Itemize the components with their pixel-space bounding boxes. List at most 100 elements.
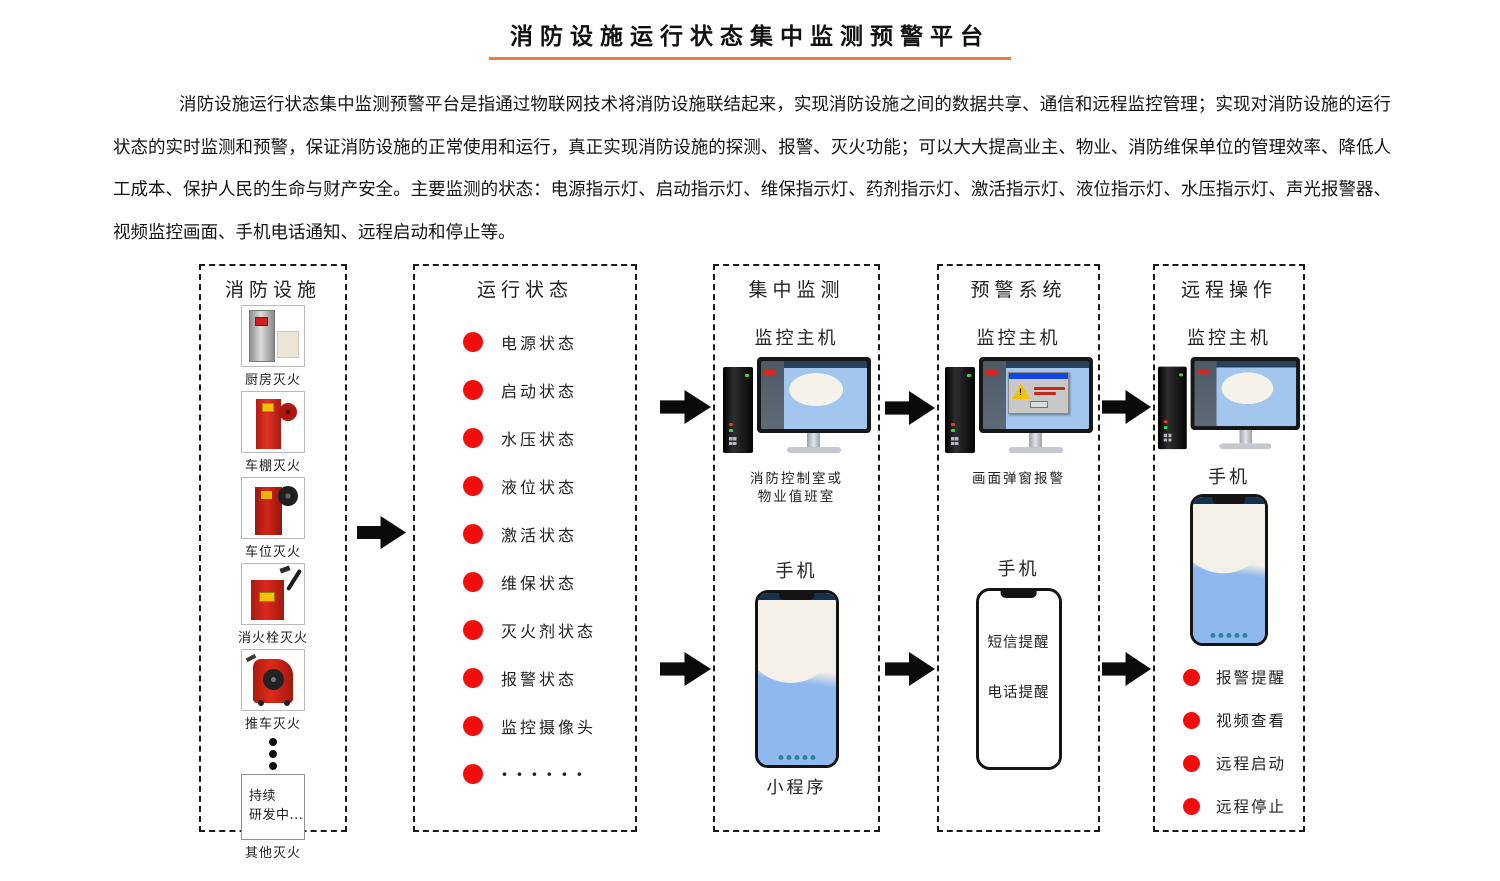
- alarm-button-icon: [763, 370, 776, 375]
- status-row: 激活状态: [463, 524, 635, 545]
- monitor-base: [1008, 447, 1063, 453]
- alert-item: 电话提醒: [987, 684, 1050, 701]
- red-dot-icon: [463, 332, 483, 352]
- ellipsis-dots: [201, 738, 345, 770]
- host-caption: 消防控制室或 物业值班室: [750, 471, 843, 505]
- warning-icon: !: [1011, 382, 1030, 399]
- status-row: 液位状态: [463, 476, 635, 497]
- led-icon: [744, 374, 749, 377]
- flow-arrow-icon: [660, 389, 711, 425]
- map-screen: [1194, 360, 1297, 427]
- alarm-button-icon: [1197, 369, 1209, 375]
- title-underline: [489, 57, 1011, 60]
- status-row: 维保状态: [463, 572, 635, 593]
- red-dot-icon: [1183, 754, 1200, 772]
- facilities-box-title: 消防设施: [224, 279, 321, 301]
- monitor-stand: [1029, 433, 1042, 447]
- status-box-title: 运行状态: [476, 279, 573, 301]
- intro-paragraph: 消防设施运行状态集中监测预警平台是指通过物联网技术将消防设施联结起来，实现消防设…: [113, 94, 1391, 242]
- remote-row: 视频查看: [1183, 711, 1303, 730]
- facility-caption: 车棚灭火: [244, 459, 301, 474]
- phone-label: 手机: [997, 558, 1040, 580]
- kitchen-extinguisher-image: [241, 305, 305, 367]
- phone-notch: [778, 592, 815, 600]
- phone-alert-screen: 短信提醒 电话提醒: [978, 590, 1059, 767]
- led-icon: [950, 423, 955, 426]
- led-icon: [950, 429, 955, 432]
- phone-map-screen: [757, 592, 836, 765]
- led-icon: [1163, 426, 1168, 429]
- cart-extinguisher-image: [241, 649, 305, 711]
- remote-action-list: 报警提醒 视频查看 远程启动 远程停止: [1155, 668, 1303, 816]
- monitoring-box: 集中监测 监控主机 消防: [713, 264, 880, 832]
- status-row: 水压状态: [463, 428, 635, 449]
- phone-map-screen: [1193, 497, 1265, 643]
- red-dot-icon: [463, 668, 483, 688]
- red-dot-icon: [1183, 711, 1200, 729]
- status-row: 报警状态: [463, 668, 635, 689]
- placeholder-line: 研发中...: [249, 808, 304, 823]
- red-dot-icon: [463, 524, 483, 544]
- monitor-stand: [1239, 429, 1252, 444]
- flow-arrow-icon: [357, 515, 406, 550]
- warning-box-title: 预警系统: [970, 279, 1067, 301]
- pc-tower: [1157, 366, 1187, 450]
- windows-logo-icon: [728, 437, 737, 445]
- remote-box-title: 远程操作: [1180, 279, 1277, 301]
- phone-dock-dots: [1210, 633, 1248, 638]
- pc-tower: [944, 367, 975, 453]
- host-label: 监控主机: [754, 328, 839, 349]
- warning-box: 预警系统 监控主机 !: [937, 264, 1100, 832]
- alarm-button-icon: [985, 370, 998, 375]
- facility-caption: 厨房灭火: [244, 373, 301, 388]
- facility-caption: 其他灭火: [244, 846, 301, 861]
- page-title: 消防设施运行状态集中监测预警平台: [510, 23, 990, 49]
- host-label: 监控主机: [976, 328, 1061, 349]
- remote-host-computer: [1157, 357, 1301, 453]
- status-row: ······: [463, 762, 635, 786]
- led-icon: [728, 429, 733, 432]
- red-dot-icon: [463, 620, 483, 640]
- parking-extinguisher-image: [241, 477, 305, 539]
- flow-arrow-icon: [660, 651, 711, 687]
- facility-caption: 消火栓灭火: [237, 631, 308, 646]
- phone-notch: [1212, 497, 1246, 504]
- red-dot-icon: [1183, 797, 1200, 815]
- phone-map: [1190, 494, 1268, 646]
- facility-hydrant: 消火栓灭火: [201, 563, 345, 646]
- flow-arrow-icon: [1102, 651, 1151, 687]
- host-caption: 画面弹窗报警: [972, 471, 1065, 487]
- status-row: 启动状态: [463, 380, 635, 401]
- remote-row: 报警提醒: [1183, 668, 1303, 687]
- remote-row: 远程启动: [1183, 754, 1303, 773]
- status-row: 灭火剂状态: [463, 620, 635, 641]
- phone-label: 手机: [775, 560, 818, 582]
- carport-extinguisher-image: [241, 391, 305, 453]
- led-icon: [1163, 420, 1168, 424]
- red-dot-icon: [463, 716, 483, 736]
- flow-arrow-icon: [885, 390, 935, 426]
- map-screen: !: [982, 361, 1089, 429]
- facilities-box: 消防设施 厨房灭火 车棚灭火 车位灭火: [199, 264, 347, 861]
- flow-arrow-icon: [1102, 389, 1151, 425]
- phone-map: [754, 589, 839, 768]
- facility-cart: 推车灭火: [201, 649, 345, 732]
- facility-other: 持续 研发中... 其他灭火: [201, 774, 345, 861]
- windows-logo-icon: [950, 437, 959, 445]
- monitor-base: [1219, 443, 1272, 450]
- led-icon: [966, 374, 971, 377]
- led-icon: [728, 423, 733, 426]
- popup-confirm-button: [1029, 400, 1048, 408]
- monitoring-box-title: 集中监测: [748, 279, 845, 301]
- hydrant-extinguisher-image: [241, 563, 305, 625]
- popup-message-lines: [1033, 386, 1066, 395]
- monitor-stand: [807, 433, 820, 447]
- warning-host-computer: !: [939, 357, 1098, 457]
- phone-dock-dots: [778, 754, 815, 760]
- red-dot-icon: [463, 764, 483, 784]
- phone-alerts: 短信提醒 电话提醒: [975, 587, 1062, 770]
- map-screen: [760, 361, 867, 429]
- monitor-base: [786, 447, 841, 453]
- red-dot-icon: [463, 476, 483, 496]
